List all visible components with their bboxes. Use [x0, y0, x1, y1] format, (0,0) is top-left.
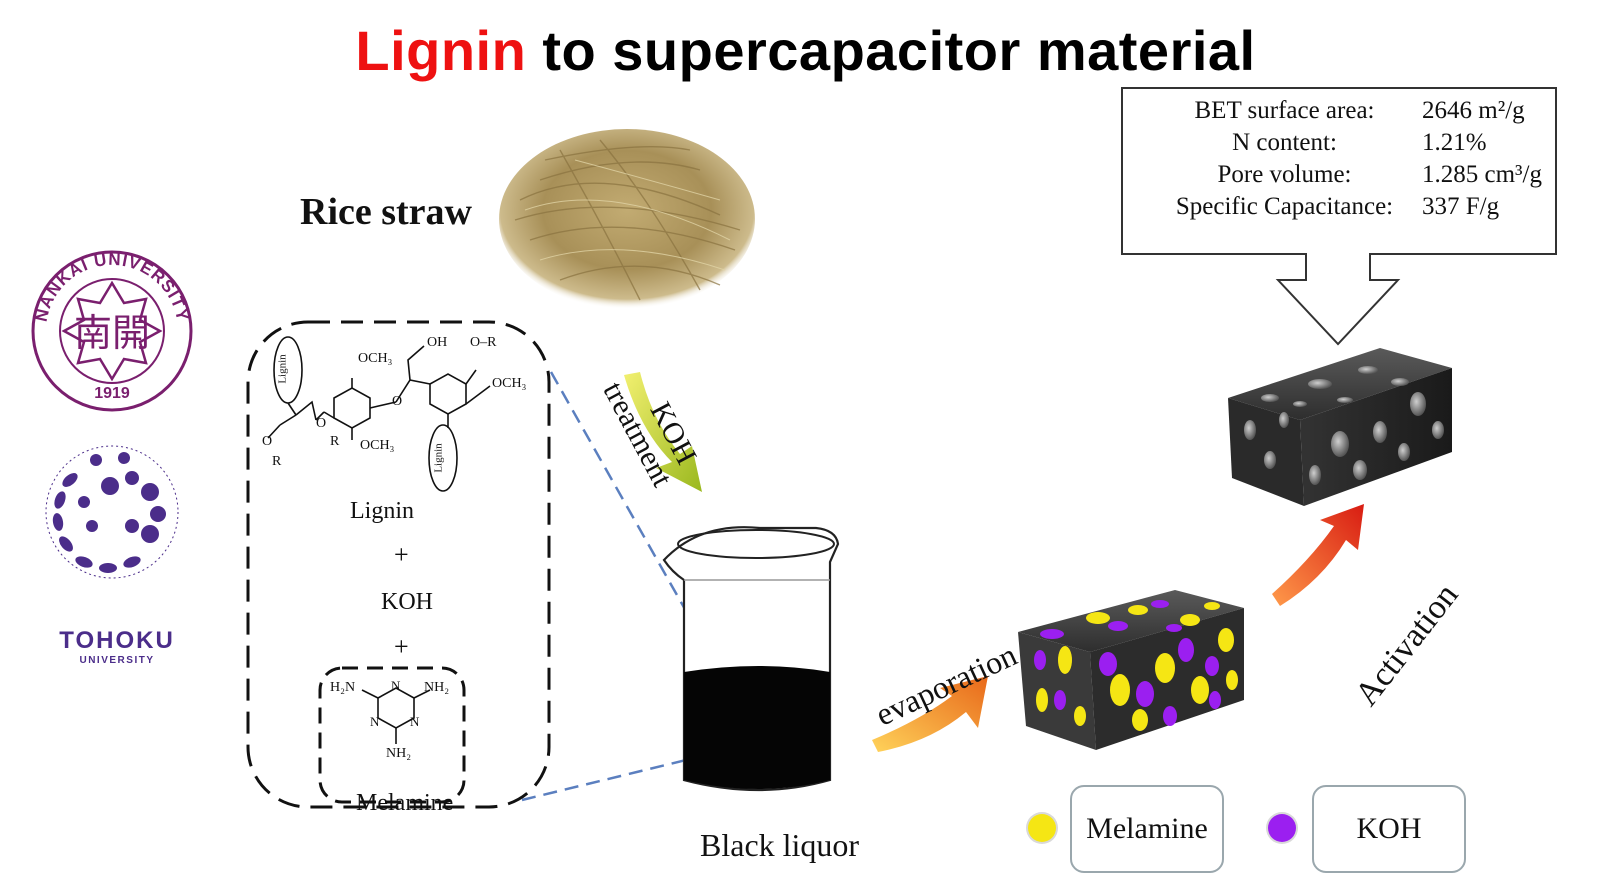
plus-sign-2: +: [394, 632, 409, 661]
nh2-right-label: NH₂: [424, 680, 450, 695]
melamine-structure: [361, 687, 431, 744]
mixture-dashed-box: [246, 320, 551, 809]
mixed-block: [1018, 590, 1244, 750]
black-liquor-label: Black liquor: [700, 827, 860, 863]
property-row: Specific Capacitance: 337 F/g: [1157, 191, 1577, 223]
lignin-oval-label-left: Lignin: [276, 354, 289, 384]
melamine-dashed-box: [318, 666, 466, 804]
n-label-left: N: [370, 714, 380, 729]
o-left-label: O: [316, 416, 327, 431]
properties-callout-box: [1121, 87, 1557, 346]
svg-text:1919: 1919: [94, 385, 130, 402]
lignin-label: Lignin: [350, 498, 414, 524]
property-key: N content:: [1232, 129, 1337, 156]
properties-list: BET surface area: 2646 m²/g N content: 1.2…: [1157, 95, 1577, 223]
r-bottom-left-label: R: [272, 454, 282, 469]
svg-text:南開: 南開: [74, 311, 150, 355]
rice-straw-label: Rice straw: [300, 191, 472, 233]
title-highlight: Lignin: [355, 19, 527, 82]
tohoku-name: TOHOKU: [59, 627, 175, 654]
activation-arrow: [1272, 504, 1364, 606]
o-bottom-left-label: O: [262, 434, 273, 449]
porous-carbon-block: [1228, 348, 1452, 506]
property-value: 337 F/g: [1422, 193, 1500, 220]
legend-melamine: Melamine: [1070, 785, 1224, 873]
rice-straw-image: [499, 129, 755, 309]
r-left-label: R: [330, 434, 340, 449]
o-center-label: O: [392, 394, 403, 409]
property-key: Pore volume:: [1217, 161, 1352, 188]
property-row: Pore volume: 1.285 cm³/g: [1157, 159, 1577, 191]
property-value: 2646 m²/g: [1422, 97, 1525, 124]
o-r-top-label: O–R: [470, 335, 497, 350]
n-label-top: N: [391, 678, 401, 693]
legend-koh: KOH: [1312, 785, 1466, 873]
nankai-university-logo: NANKAI UNIVERSITY 1919 南開: [31, 250, 193, 412]
tohoku-university-logo: [45, 445, 179, 579]
property-value: 1.21%: [1422, 129, 1487, 156]
koh-treatment-arrow: [624, 372, 702, 492]
lignin-oval-label-right: Lignin: [432, 443, 445, 473]
nh2-bottom-label: NH₂: [386, 746, 412, 761]
property-row: N content: 1.21%: [1157, 127, 1577, 159]
koh-mixture-label: KOH: [381, 589, 433, 615]
property-value: 1.285 cm³/g: [1422, 161, 1542, 188]
page-title: Lignin to supercapacitor material: [0, 18, 1611, 83]
och3-top-label: OCH₃: [358, 351, 393, 366]
property-key: BET surface area:: [1194, 97, 1375, 124]
title-rest: to supercapacitor material: [526, 19, 1256, 82]
och3-right-label: OCH₃: [492, 376, 527, 391]
beaker: [662, 526, 840, 792]
lignin-structure: [267, 336, 491, 492]
och3-bottom-label: OCH₃: [360, 438, 395, 453]
evaporation-arrow: [872, 676, 988, 752]
tohoku-sub: UNIVERSITY: [79, 655, 155, 666]
koh-legend-dot: [1268, 814, 1296, 842]
melamine-structure-label: Melamine: [356, 790, 454, 816]
n-label-right: N: [410, 714, 420, 729]
plus-sign-1: +: [394, 540, 409, 569]
tohoku-logo-text: TOHOKU UNIVERSITY: [47, 627, 187, 666]
h2n-label: H₂N: [330, 680, 356, 695]
property-row: BET surface area: 2646 m²/g: [1157, 95, 1577, 127]
oh-label: OH: [427, 335, 448, 350]
melamine-legend-dot: [1028, 814, 1056, 842]
property-key: Specific Capacitance:: [1175, 193, 1394, 220]
